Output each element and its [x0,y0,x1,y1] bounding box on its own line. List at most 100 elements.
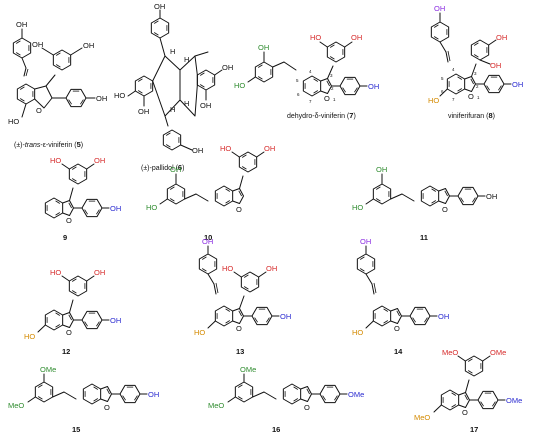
meo-red-17: MeO [442,348,458,357]
atom-1-8: 1 [477,95,480,100]
oh-green-10: OH [170,165,181,174]
meo-green-15: MeO [8,401,24,410]
oh-11: OH [486,192,497,201]
compound-7: OH HO HO OH OH O 4 5 6 7 1 2 3 dehydro-δ… [234,33,379,120]
ome-green-16: OMe [240,365,256,374]
compound-9: HO OH OH O 9 [44,156,121,242]
oh-blue-15: OH [148,390,159,399]
oh-blue-8: OH [512,80,523,89]
compound-8: OH OH OH OH HO O 4 5 6 7 1 2 3 viniferif… [428,4,523,120]
label-9: 9 [63,233,67,242]
atom-7-7: 7 [309,99,312,104]
o-ring-9: O [66,216,72,225]
ho-red-9: HO [50,156,61,165]
ho-red-13: HO [222,264,233,273]
oh-green-7: OH [258,43,269,52]
oh-red-13: OH [266,264,277,273]
compound-14: OH OH HO O 14 [352,237,449,356]
oh-red-12: OH [94,268,105,277]
caption-5: (±)-trans-ε-viniferin (5) [14,140,83,149]
atom-2-7: 2 [331,86,334,91]
o-ring-8: O [468,92,474,101]
oh-bottom-6: OH [192,146,203,155]
ho-orange-8: HO [428,96,439,105]
o-ring-14: O [394,324,400,333]
o-ring-13: O [236,324,242,333]
ho-orange-12: HO [24,332,35,341]
ho-red-7: HO [310,33,321,42]
atom-6-8: 6 [441,89,444,94]
atom-3-8: 3 [474,71,477,76]
caption-6: (±)-pallidol (6) [141,163,184,172]
label-17: 17 [470,425,478,434]
caption-8: viniferifuran (8) [448,111,495,120]
h1-6: H [170,47,175,56]
o-ring-17: O [462,408,468,417]
meo-green-16: MeO [208,401,224,410]
o-ring-11: O [442,205,448,214]
ho-red-10: HO [220,144,231,153]
ho-green-11: HO [352,203,363,212]
compound-11: OH HO OH O 11 [352,165,497,242]
oh-purple-8: OH [434,4,445,13]
compound-15: OMe MeO OH O 15 [8,365,159,434]
ho-green-7: HO [234,81,245,90]
oh-phenyl-5: OH [96,94,107,103]
atom-5-7: 5 [296,78,299,83]
compound-5: OH OH OH OH HO O (±)-trans-ε-viniferin (… [8,20,107,149]
atom-2-8: 2 [476,84,479,89]
oh-res2-5: OH [32,40,43,49]
ome-red-17: OMe [490,348,506,357]
oh-red-10: OH [264,144,275,153]
oh-green-11: OH [376,165,387,174]
oh-blue-7: OH [368,82,379,91]
label-11: 11 [420,233,428,242]
oh-blue-13: OH [280,312,291,321]
ome-blue-16: OMe [348,390,364,399]
label-16: 16 [272,425,280,434]
atom-5-8: 5 [441,76,444,81]
ho-orange-14: HO [352,328,363,337]
oh-right-6: OH [222,63,233,72]
atom-7-8: 7 [452,97,455,102]
label-12: 12 [62,347,70,356]
atom-4-8: 4 [452,67,455,72]
oh-blue-12: OH [110,316,121,325]
label-14: 14 [394,347,403,356]
compound-6: OH OH OH HO OH OH H H H H (±)-pallidol (… [114,2,233,172]
oh-blue-9: OH [110,204,121,213]
label-10: 10 [204,233,212,242]
h3-6: H [170,105,175,114]
oh-top-6: OH [154,2,165,11]
label-15: 15 [72,425,80,434]
oh-red2-8: OH [490,61,501,70]
o-ring-7: O [324,94,330,103]
atom-4-7: 4 [309,69,312,74]
compound-10: OH HO HO OH O 10 [146,144,275,242]
o-ring-15: O [104,403,110,412]
h4-6: H [184,99,189,108]
h2-6: H [184,55,189,64]
ome-green-15: OMe [40,365,56,374]
ho-green-10: HO [146,203,157,212]
compound-16: OMe MeO OMe O 16 [208,365,364,434]
o-ring-12: O [66,328,72,337]
label-13: 13 [236,347,244,356]
meo-orange-17: MeO [414,413,430,422]
caption-7: dehydro-δ-viniferin (7) [287,111,356,120]
ho-5: HO [8,117,19,126]
oh-left2-6: OH [138,107,149,116]
oh-right2-6: OH [200,101,211,110]
ho-orange-13: HO [194,328,205,337]
oh-red-7: OH [351,33,362,42]
o-ring-16: O [304,403,310,412]
oh-purple-13: OH [202,237,213,246]
oh-res-5: OH [83,41,94,50]
oh-red-8: OH [496,33,507,42]
compound-13: OH HO OH OH HO O 13 [194,237,291,356]
atom-1-7: 1 [333,97,336,102]
oh-purple-14: OH [360,237,371,246]
atom-6-7: 6 [297,92,300,97]
atom-3-7: 3 [330,73,333,78]
oh-top-5: OH [16,20,27,29]
